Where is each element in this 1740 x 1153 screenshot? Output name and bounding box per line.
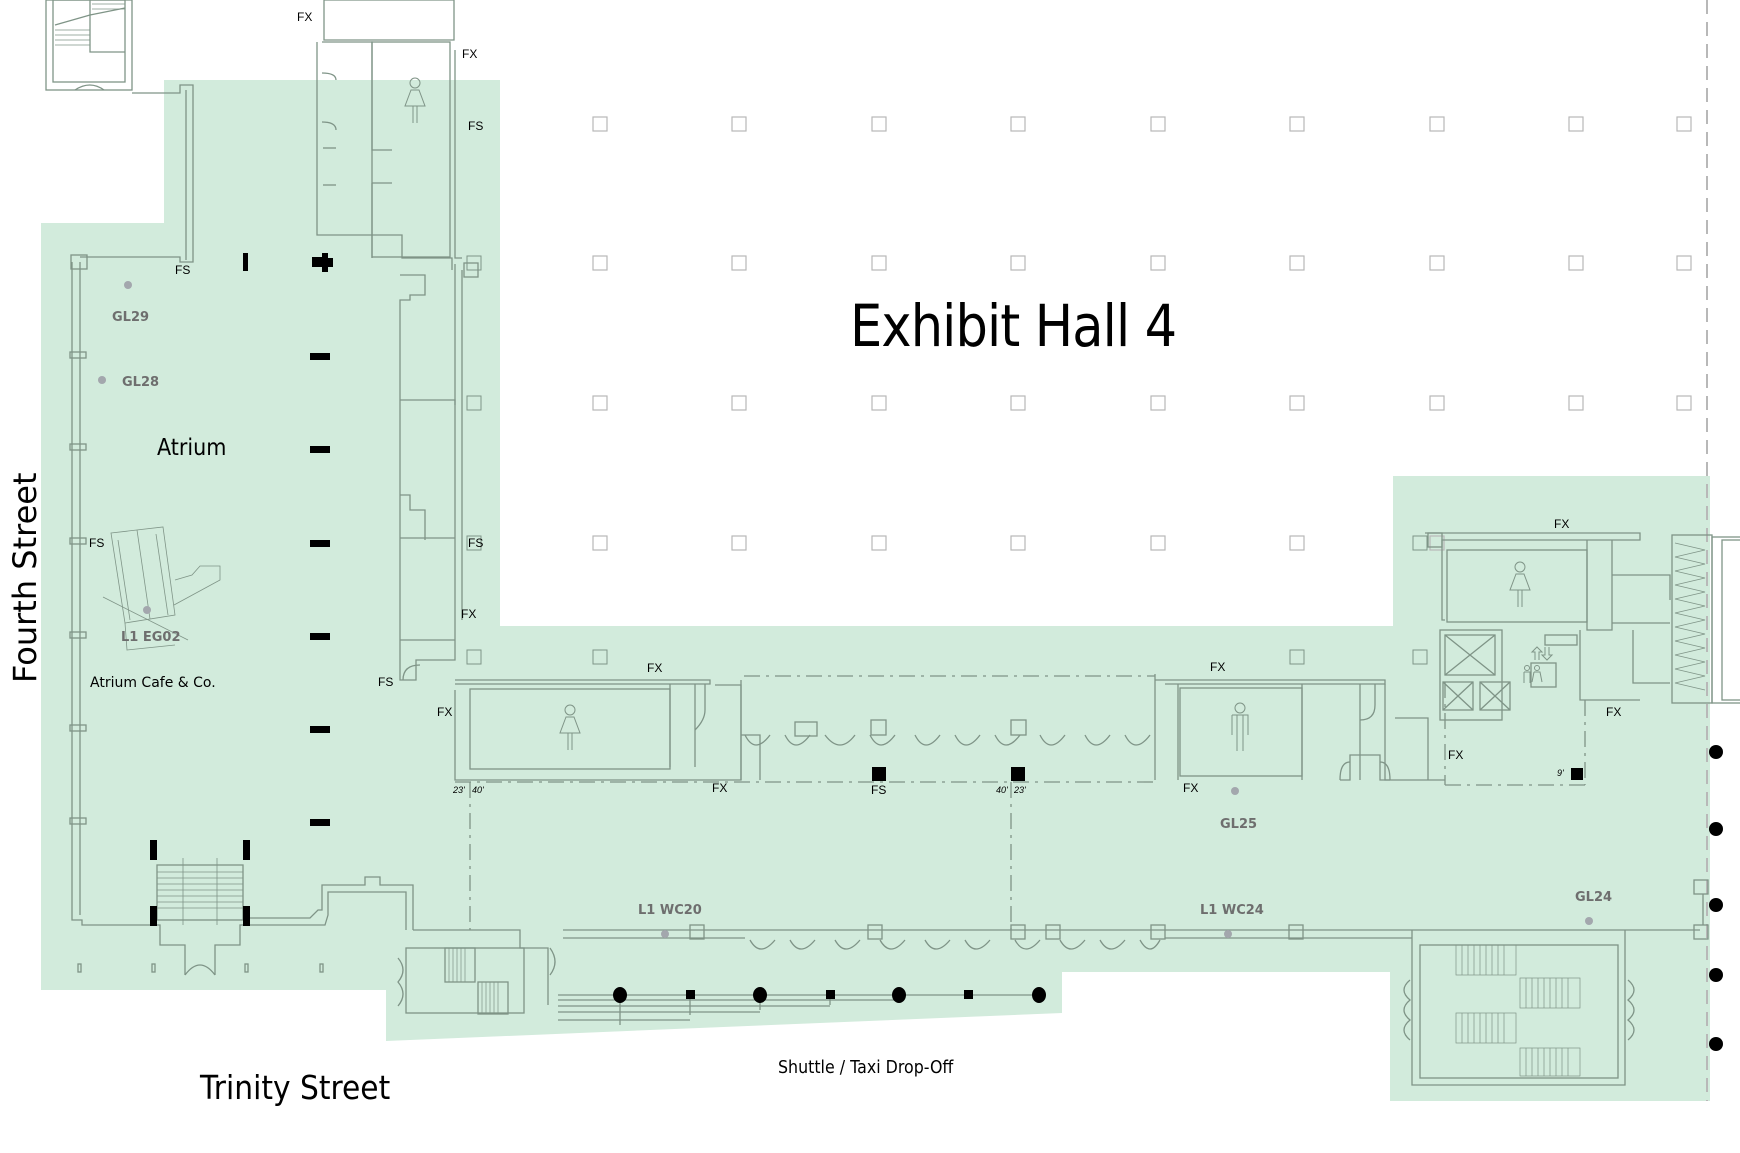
walls xyxy=(45,0,1740,1086)
area-label-atrium: Atrium xyxy=(157,435,227,461)
fire-extinguisher-tag: FX xyxy=(297,10,313,24)
dimension-label: 40' xyxy=(996,785,1008,795)
column-grid-green xyxy=(466,255,1428,665)
fire-station-tag: FS xyxy=(468,119,484,133)
elevator-icon xyxy=(1530,646,1554,661)
hall-title: Exhibit Hall 4 xyxy=(850,292,1177,360)
fire-extinguisher-tag: FX xyxy=(647,661,663,675)
women-restroom-icon xyxy=(404,77,426,123)
women-restroom-icon xyxy=(559,704,581,750)
women-restroom-icon xyxy=(1509,561,1531,607)
location-code: GL29 xyxy=(112,310,150,325)
fire-extinguisher-tag: FX xyxy=(437,705,453,719)
fire-extinguisher-tag: FX xyxy=(1183,781,1199,795)
fire-extinguisher-tag: FX xyxy=(462,47,478,61)
men-restroom-icon xyxy=(1231,702,1249,751)
fire-extinguisher-tag: FX xyxy=(1554,517,1570,531)
notch xyxy=(41,80,164,223)
area-label-cafe: Atrium Cafe & Co. xyxy=(90,675,216,691)
location-code: GL28 xyxy=(122,375,160,390)
area-label-dropoff: Shuttle / Taxi Drop-Off xyxy=(778,1057,954,1078)
location-code: GL25 xyxy=(1220,817,1258,832)
location-code: L1 WC20 xyxy=(638,903,702,918)
location-code: L1 WC24 xyxy=(1200,903,1264,918)
column-grid xyxy=(592,116,1692,551)
location-code: L1 EG02 xyxy=(121,630,181,645)
dimension-label: 23' xyxy=(453,785,465,795)
dimension-label: 40' xyxy=(472,785,484,795)
fire-station-tag: FS xyxy=(871,783,887,797)
fire-extinguisher-tag: FX xyxy=(461,607,477,621)
fire-station-tag: FS xyxy=(468,536,484,550)
fire-station-tag: FS xyxy=(378,675,394,689)
public-area xyxy=(41,80,1710,1101)
street-label-south: Trinity Street xyxy=(200,1068,391,1107)
column-markers xyxy=(150,253,1723,1051)
fire-extinguisher-tag: FX xyxy=(1210,660,1226,674)
street-label-west: Fourth Street xyxy=(6,472,44,683)
location-code: GL24 xyxy=(1575,890,1613,905)
fire-station-tag: FS xyxy=(89,536,105,550)
dimension-label: 9' xyxy=(1557,768,1564,778)
location-dots xyxy=(98,281,1593,938)
escalator xyxy=(102,526,221,651)
fire-extinguisher-tag: FX xyxy=(1606,705,1622,719)
family-restroom-icon xyxy=(1523,665,1543,683)
fire-station-tag: FS xyxy=(175,263,191,277)
restroom-icons xyxy=(404,77,1554,751)
fire-extinguisher-tag: FX xyxy=(1448,748,1464,762)
dimension-label: 23' xyxy=(1014,785,1026,795)
fire-extinguisher-tag: FX xyxy=(712,781,728,795)
